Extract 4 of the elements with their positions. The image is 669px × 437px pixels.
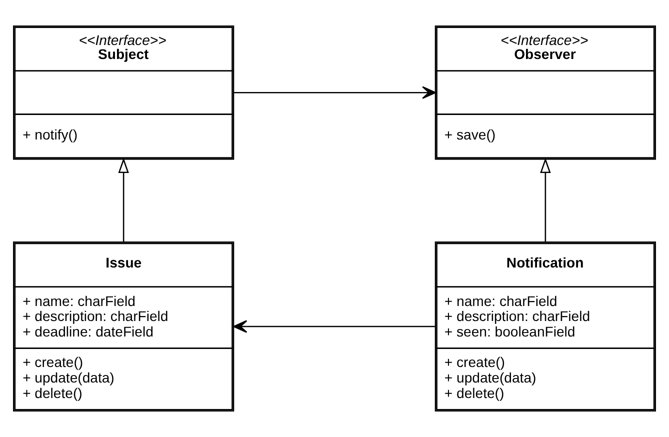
arrow [540,158,551,242]
arrow [118,158,129,242]
arrow [233,320,436,333]
arrow [234,86,436,99]
